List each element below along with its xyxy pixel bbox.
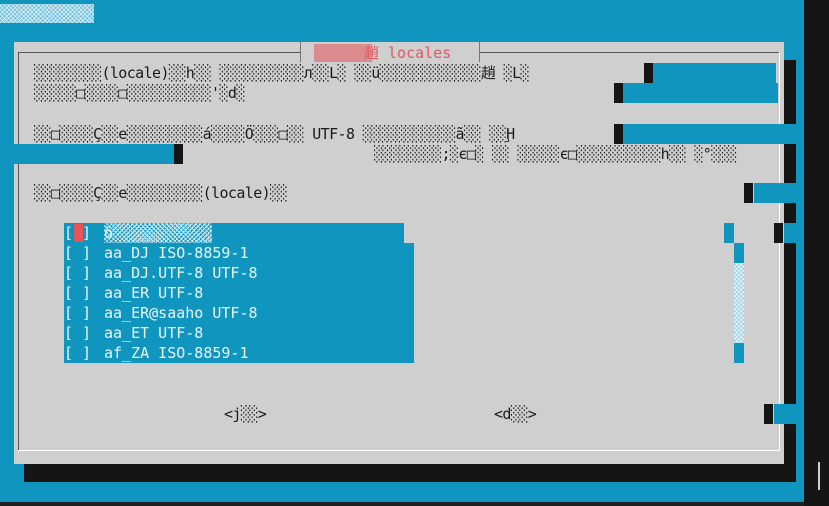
description-line-2a: ░░□░░░░Ç░░e░░░░░░░░░á░░░░Ö░░░□░░ UTF-8 ░… bbox=[34, 125, 515, 143]
overflow-cursor-8 bbox=[764, 404, 773, 424]
list-item[interactable]: [ ] aa_DJ.UTF-8 UTF-8 bbox=[64, 263, 414, 283]
overflow-bar-4 bbox=[14, 144, 174, 164]
list-item[interactable]: [ ] aa_DJ ISO-8859-1 bbox=[64, 243, 414, 263]
description-line-1b: ░░░░░□░░░░□░░░░░░░░░░'░d░ bbox=[34, 84, 245, 102]
overflow-cursor-5 bbox=[744, 183, 753, 203]
overflow-bar-2 bbox=[622, 83, 778, 103]
right-edge-line bbox=[818, 462, 820, 490]
overflow-bar-3 bbox=[622, 124, 798, 144]
overflow-cursor-3 bbox=[614, 124, 623, 144]
scrollbar-thumb-top[interactable] bbox=[724, 223, 734, 243]
overflow-cursor-2 bbox=[614, 83, 623, 103]
right-edge-strip bbox=[804, 0, 829, 506]
list-item[interactable]: [ ] aa_ER UTF-8 bbox=[64, 283, 414, 303]
ok-button[interactable]: <j░░> bbox=[224, 405, 267, 423]
overflow-cursor-4b bbox=[784, 144, 793, 164]
checkbox[interactable]: [ ] bbox=[64, 244, 92, 262]
list-item-label: af_ZA ISO-8859-1 bbox=[104, 344, 249, 362]
checkbox[interactable]: [ ] bbox=[64, 284, 92, 302]
overflow-cursor-2b bbox=[784, 103, 793, 123]
overflow-cursor-5c bbox=[784, 204, 793, 224]
title-highlight bbox=[314, 44, 372, 62]
overflow-bar-8 bbox=[774, 404, 798, 424]
overflow-bar-6 bbox=[784, 223, 798, 243]
overflow-cursor-6 bbox=[774, 223, 783, 243]
list-item-label: ö░░░░░░░░░░░ bbox=[104, 223, 213, 243]
dialog-border-left bbox=[18, 52, 19, 450]
cursor-icon bbox=[74, 224, 83, 242]
overflow-cursor-1 bbox=[644, 63, 653, 83]
overflow-cursor-4 bbox=[174, 144, 183, 164]
overflow-cursor-7 bbox=[784, 244, 793, 404]
top-tab-indicator bbox=[0, 4, 94, 23]
list-item-label: aa_DJ.UTF-8 UTF-8 bbox=[104, 264, 258, 282]
list-item[interactable]: [ ] ö░░░░░░░░░░░ bbox=[64, 223, 404, 243]
list-item-label: aa_ER@saaho UTF-8 bbox=[104, 304, 258, 322]
checkbox[interactable]: [ ] bbox=[64, 344, 92, 362]
description-line-1a: ░░░░░░░░(locale)░░h░░ ░░░░░░░░░░л░░L░ ░░… bbox=[34, 64, 530, 82]
dialog-title: 趙 locales bbox=[364, 44, 452, 62]
list-item-label: aa_ER UTF-8 bbox=[104, 284, 204, 302]
list-item[interactable]: [ ] aa_ET UTF-8 bbox=[64, 323, 414, 343]
cancel-button[interactable]: <d░░> bbox=[494, 405, 537, 423]
checkbox[interactable]: [ ] bbox=[64, 304, 92, 322]
list-item[interactable]: [ ] aa_ER@saaho UTF-8 bbox=[64, 303, 414, 323]
dialog-border-bottom bbox=[18, 450, 780, 451]
dialog-border-right bbox=[779, 52, 780, 450]
overflow-bar-1 bbox=[652, 63, 776, 83]
checkbox[interactable]: [ ] bbox=[64, 224, 92, 242]
checkbox[interactable]: [ ] bbox=[64, 264, 92, 282]
scrollbar-hatch bbox=[734, 263, 744, 343]
list-item-label: aa_ET UTF-8 bbox=[104, 324, 204, 342]
list-item[interactable]: [ ] af_ZA ISO-8859-1 bbox=[64, 343, 414, 363]
description-line-2b: ░░░░░░░░;░є□░ ░░ ░░░░░є□░░░░░░░░░░h░░ ░°… bbox=[374, 145, 737, 163]
overflow-cursor-5b bbox=[784, 163, 793, 183]
description-line-3: ░░□░░░░Ç░░e░░░░░░░░░(locale)░░ bbox=[34, 184, 288, 202]
overflow-bar-5 bbox=[754, 183, 798, 203]
checkbox[interactable]: [ ] bbox=[64, 324, 92, 342]
list-item-label: aa_DJ ISO-8859-1 bbox=[104, 244, 249, 262]
